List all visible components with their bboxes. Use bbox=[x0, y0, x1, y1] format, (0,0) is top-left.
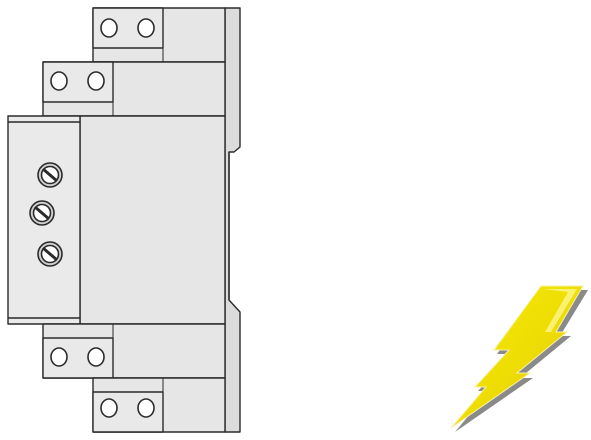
terminal-hole bbox=[87, 71, 105, 91]
terminal-hole bbox=[50, 347, 68, 367]
adjustment-screw-1[interactable] bbox=[37, 162, 63, 188]
lightning-bolt-body bbox=[450, 285, 584, 429]
adjustment-screw-2[interactable] bbox=[29, 200, 55, 226]
adjustment-screw-3[interactable] bbox=[37, 241, 63, 267]
terminal-hole bbox=[137, 398, 155, 418]
main-body bbox=[79, 115, 226, 325]
terminal-hole bbox=[87, 347, 105, 367]
terminal-hole bbox=[137, 18, 155, 38]
lightning-bolt-icon bbox=[450, 285, 588, 432]
terminal-hole bbox=[50, 71, 68, 91]
rail-clip-profile bbox=[224, 7, 241, 433]
terminal-hole bbox=[100, 398, 118, 418]
lightning-bolt-highlight bbox=[543, 289, 577, 332]
terminal-hole bbox=[100, 18, 118, 38]
